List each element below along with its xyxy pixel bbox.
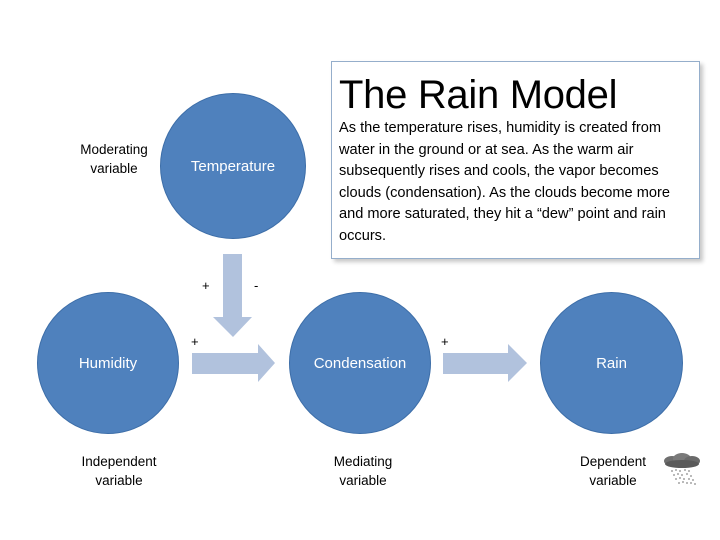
- node-label: Rain: [596, 354, 627, 372]
- role-label-moderating: Moderating variable: [62, 140, 166, 178]
- role-label-mediating: Mediating variable: [310, 452, 416, 490]
- sign-plus-humidity: +: [191, 334, 199, 349]
- role-line: variable: [90, 161, 138, 176]
- role-line: Moderating: [80, 142, 148, 157]
- role-line: variable: [589, 473, 637, 488]
- node-humidity: Humidity: [37, 292, 179, 434]
- role-line: Dependent: [579, 454, 647, 469]
- sign-plus-condensation: +: [441, 334, 449, 349]
- sign-plus-temperature: +: [202, 278, 210, 293]
- node-label: Temperature: [190, 157, 276, 175]
- role-label-dependent: Dependent variable: [560, 452, 666, 490]
- info-text-box: The Rain Model As the temperature rises,…: [331, 61, 700, 259]
- role-line: variable: [339, 473, 387, 488]
- node-rain: Rain: [540, 292, 683, 434]
- arrow-humidity-to-condensation: [192, 344, 275, 382]
- role-label-independent: Independent variable: [60, 452, 178, 490]
- arrow-temperature-down: [213, 254, 252, 337]
- node-label: Humidity: [78, 354, 138, 372]
- node-condensation: Condensation: [289, 292, 431, 434]
- diagram-description: As the temperature rises, humidity is cr…: [339, 120, 670, 244]
- node-temperature: Temperature: [160, 93, 306, 239]
- node-label: Condensation: [313, 354, 407, 372]
- diagram-title: The Rain Model: [339, 73, 618, 117]
- role-line: Independent: [81, 454, 157, 469]
- role-line: Mediating: [333, 454, 393, 469]
- rain-cloud-icon: [664, 453, 700, 485]
- role-line: variable: [95, 473, 143, 488]
- arrow-condensation-to-rain: [443, 344, 527, 382]
- sign-minus-temperature: -: [254, 278, 259, 293]
- rain-drops: [671, 469, 696, 485]
- cloud-shape: [664, 453, 700, 468]
